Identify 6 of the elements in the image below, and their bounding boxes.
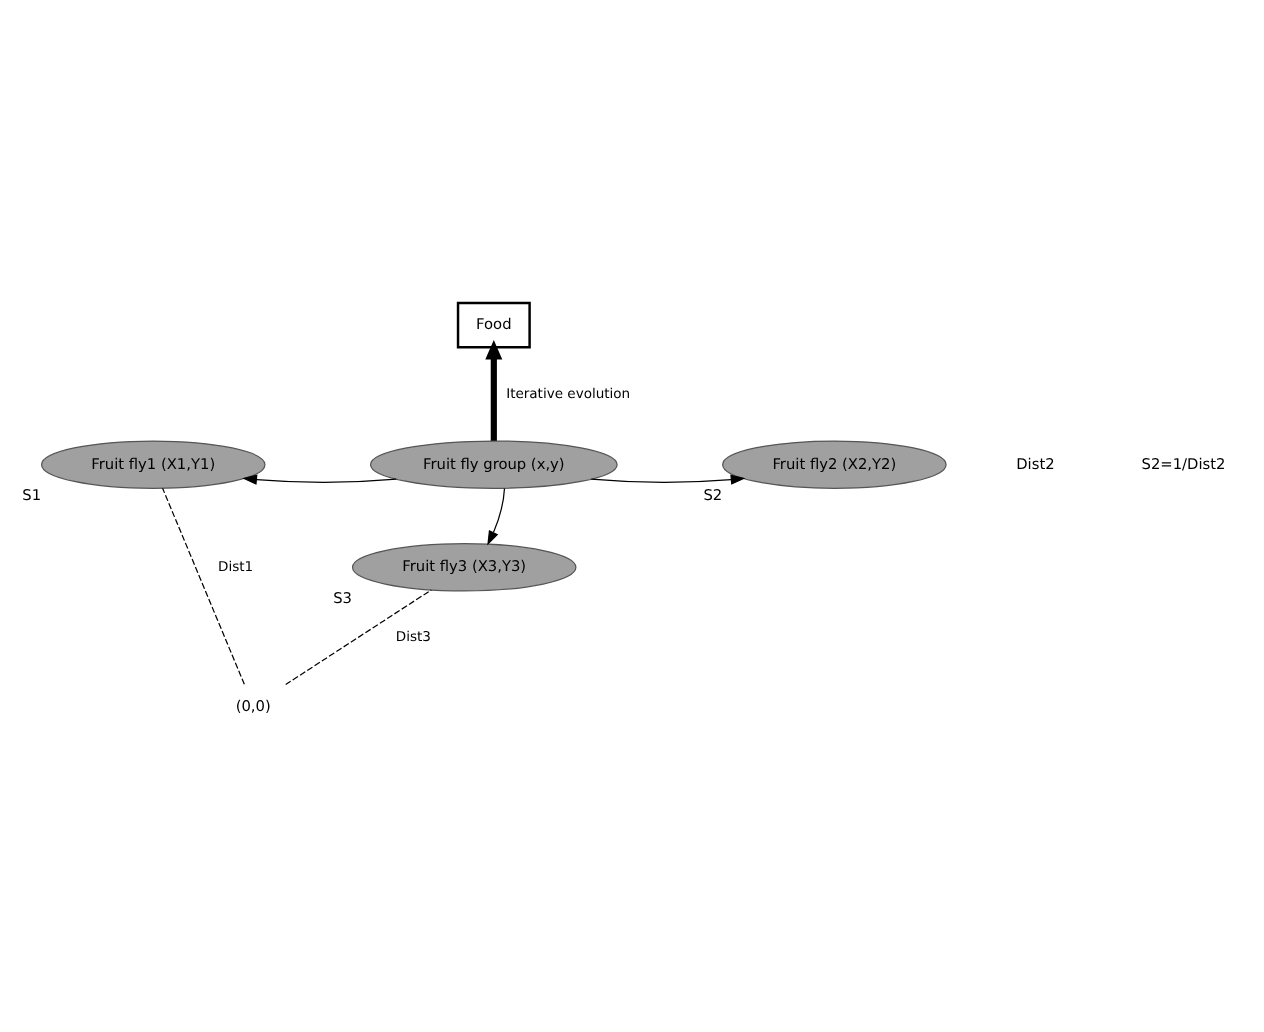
arrow bbox=[487, 487, 506, 546]
connector bbox=[161, 487, 245, 685]
arrow bbox=[590, 474, 746, 485]
arrow bbox=[485, 340, 503, 441]
connector bbox=[285, 589, 432, 686]
arrow bbox=[242, 474, 397, 485]
